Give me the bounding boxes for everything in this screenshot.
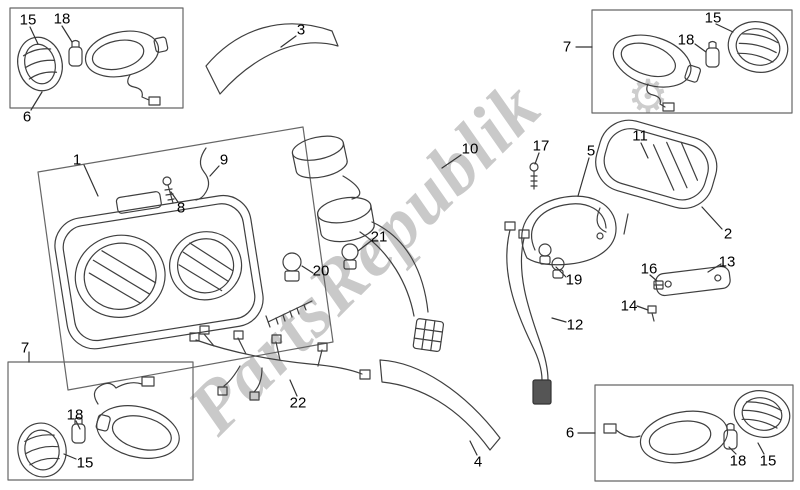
trim-4 bbox=[379, 359, 501, 451]
indicator-body bbox=[84, 30, 169, 78]
wire-connector bbox=[141, 376, 155, 387]
harness-connector bbox=[412, 318, 445, 353]
part-callout-p2: 2 bbox=[723, 225, 733, 243]
indicator-assembly-top-right bbox=[591, 9, 793, 114]
indicator-wire bbox=[93, 382, 143, 405]
part-callout-trim-3: 3 bbox=[296, 21, 306, 39]
part-callout-tl-15: 15 bbox=[19, 11, 37, 29]
part-callout-p13: 13 bbox=[718, 253, 736, 271]
indicator-assembly-bottom-right bbox=[594, 384, 794, 482]
part-callout-p1: 1 bbox=[72, 151, 82, 169]
part-callout-p4: 4 bbox=[473, 453, 483, 471]
harness-12 bbox=[504, 221, 552, 405]
tail-light-bracket bbox=[596, 207, 629, 240]
indicator-lens bbox=[733, 390, 791, 438]
part-callout-p19: 19 bbox=[565, 271, 583, 289]
part-callout-p21: 21 bbox=[370, 228, 388, 246]
part-callout-p5: 5 bbox=[586, 142, 596, 160]
bulb-21 bbox=[341, 243, 359, 270]
nut-16 bbox=[653, 280, 664, 290]
wire-connector bbox=[662, 102, 675, 112]
part-callout-br-6: 6 bbox=[565, 424, 575, 442]
indicator-assembly-top-left bbox=[9, 7, 184, 109]
part-callout-bl-18: 18 bbox=[66, 406, 84, 424]
trim-3 bbox=[205, 23, 339, 95]
part-callout-p20: 20 bbox=[312, 262, 330, 280]
wire-connector bbox=[148, 96, 161, 106]
part-callout-tl-6: 6 bbox=[22, 108, 32, 126]
harness-22 bbox=[189, 325, 371, 401]
wire-connector bbox=[603, 423, 617, 434]
bracket-9 bbox=[195, 147, 210, 201]
part-callout-p14: 14 bbox=[620, 297, 638, 315]
indicator-body bbox=[95, 405, 180, 459]
part-callout-p17: 17 bbox=[532, 137, 550, 155]
screw-8 bbox=[162, 176, 175, 204]
long-screw bbox=[265, 300, 313, 328]
indicator-assembly-bottom-left bbox=[7, 361, 194, 481]
indicator-lens bbox=[727, 21, 789, 73]
indicator-bulb bbox=[71, 416, 86, 444]
part-callout-bl-15: 15 bbox=[76, 454, 94, 472]
part-callout-p16: 16 bbox=[640, 260, 658, 278]
part-callout-p12: 12 bbox=[566, 316, 584, 334]
indicator-lens bbox=[17, 422, 67, 478]
wiring-10 bbox=[291, 135, 445, 353]
indicator-bulb bbox=[705, 40, 720, 68]
part-callout-bl-7: 7 bbox=[20, 339, 30, 357]
part-callout-tr-15: 15 bbox=[704, 9, 722, 27]
part-callout-p11: 11 bbox=[632, 127, 648, 145]
part-callout-br-15: 15 bbox=[759, 452, 777, 470]
part-callout-p22: 22 bbox=[289, 394, 307, 412]
screw-17 bbox=[529, 162, 539, 190]
part-callout-p8: 8 bbox=[176, 199, 186, 217]
part-callout-p9: 9 bbox=[219, 151, 229, 169]
headlight-frame bbox=[37, 126, 334, 391]
plate-13 bbox=[655, 265, 731, 297]
bulb-20 bbox=[282, 252, 302, 282]
indicator-housing-5 bbox=[521, 195, 617, 266]
indicator-wire bbox=[615, 429, 641, 438]
part-callout-tr-7: 7 bbox=[562, 38, 572, 56]
tail-light bbox=[595, 119, 718, 209]
headlight bbox=[54, 191, 264, 350]
part-callout-p10: 10 bbox=[461, 140, 479, 158]
indicator-wire bbox=[646, 83, 666, 108]
indicator-lens bbox=[17, 36, 63, 92]
indicator-body bbox=[612, 34, 702, 88]
leader-lines bbox=[28, 23, 765, 460]
part-callout-tr-18: 18 bbox=[677, 31, 695, 49]
indicator-wire bbox=[127, 74, 150, 101]
part-callout-br-18: 18 bbox=[729, 452, 747, 470]
part-callout-tl-18: 18 bbox=[53, 10, 71, 28]
